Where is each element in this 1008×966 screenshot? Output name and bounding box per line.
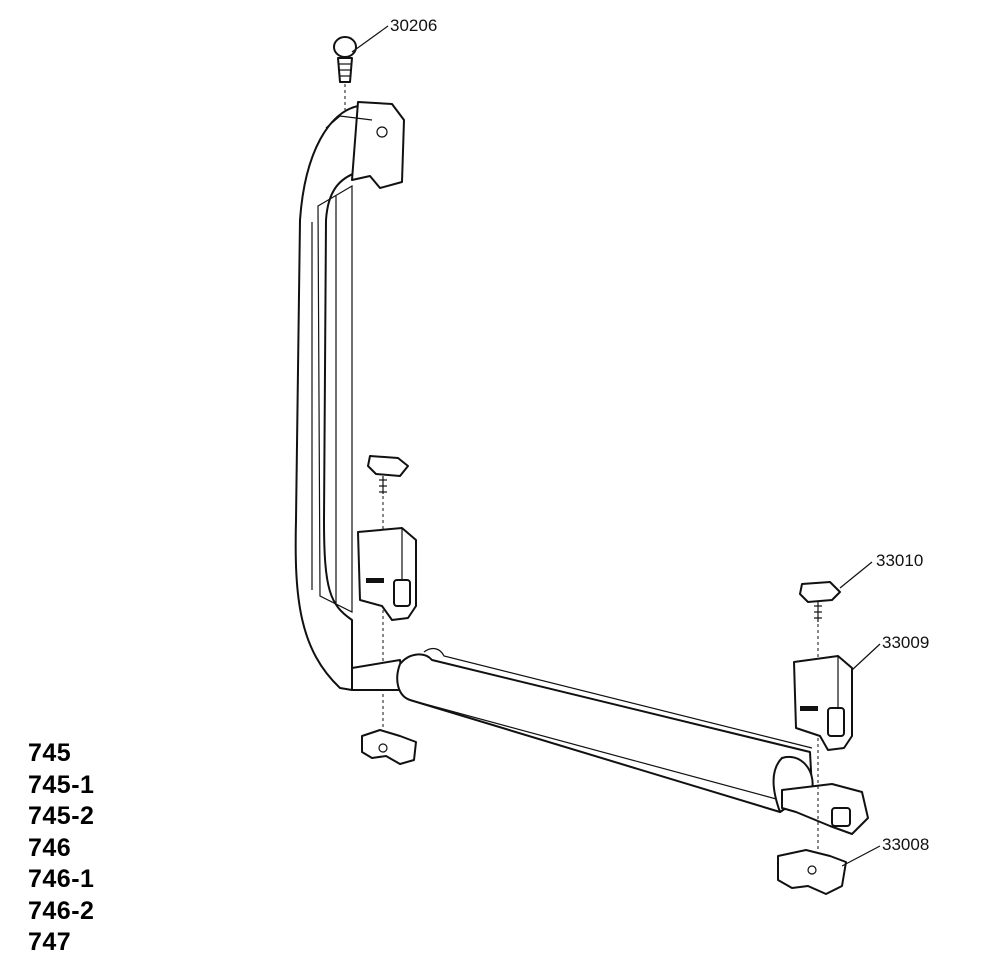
model-number: 746-2 bbox=[28, 896, 95, 925]
right-base-clip-part bbox=[777, 849, 847, 895]
right-clamp-bracket-part bbox=[793, 655, 853, 751]
wheel-tray-part bbox=[351, 647, 869, 835]
left-clamp-bracket-part bbox=[357, 527, 417, 621]
model-number: 745-1 bbox=[28, 770, 95, 799]
model-number: 746-1 bbox=[28, 865, 95, 893]
lock-key-part bbox=[333, 36, 357, 110]
model-number-list: 745 745-1 745-2 746 746-1 746-2 747 bbox=[28, 738, 94, 959]
leader-33008 bbox=[841, 845, 881, 867]
callout-33009: 33009 bbox=[882, 633, 929, 652]
model-number: 745-2 bbox=[28, 802, 95, 830]
callout-30206: 30206 bbox=[390, 16, 437, 35]
leader-33009 bbox=[851, 643, 881, 671]
model-number: 745 bbox=[28, 739, 72, 767]
model-number: 747 bbox=[28, 928, 72, 956]
model-number: 746 bbox=[28, 833, 72, 862]
callout-33008: 33008 bbox=[882, 835, 929, 854]
leader-30206 bbox=[351, 25, 389, 53]
right-knob-part bbox=[799, 581, 841, 870]
vertical-arm-part bbox=[294, 101, 405, 691]
left-base-clip-part bbox=[361, 729, 417, 765]
leader-33010 bbox=[839, 561, 873, 589]
callout-33010: 33010 bbox=[876, 551, 923, 570]
